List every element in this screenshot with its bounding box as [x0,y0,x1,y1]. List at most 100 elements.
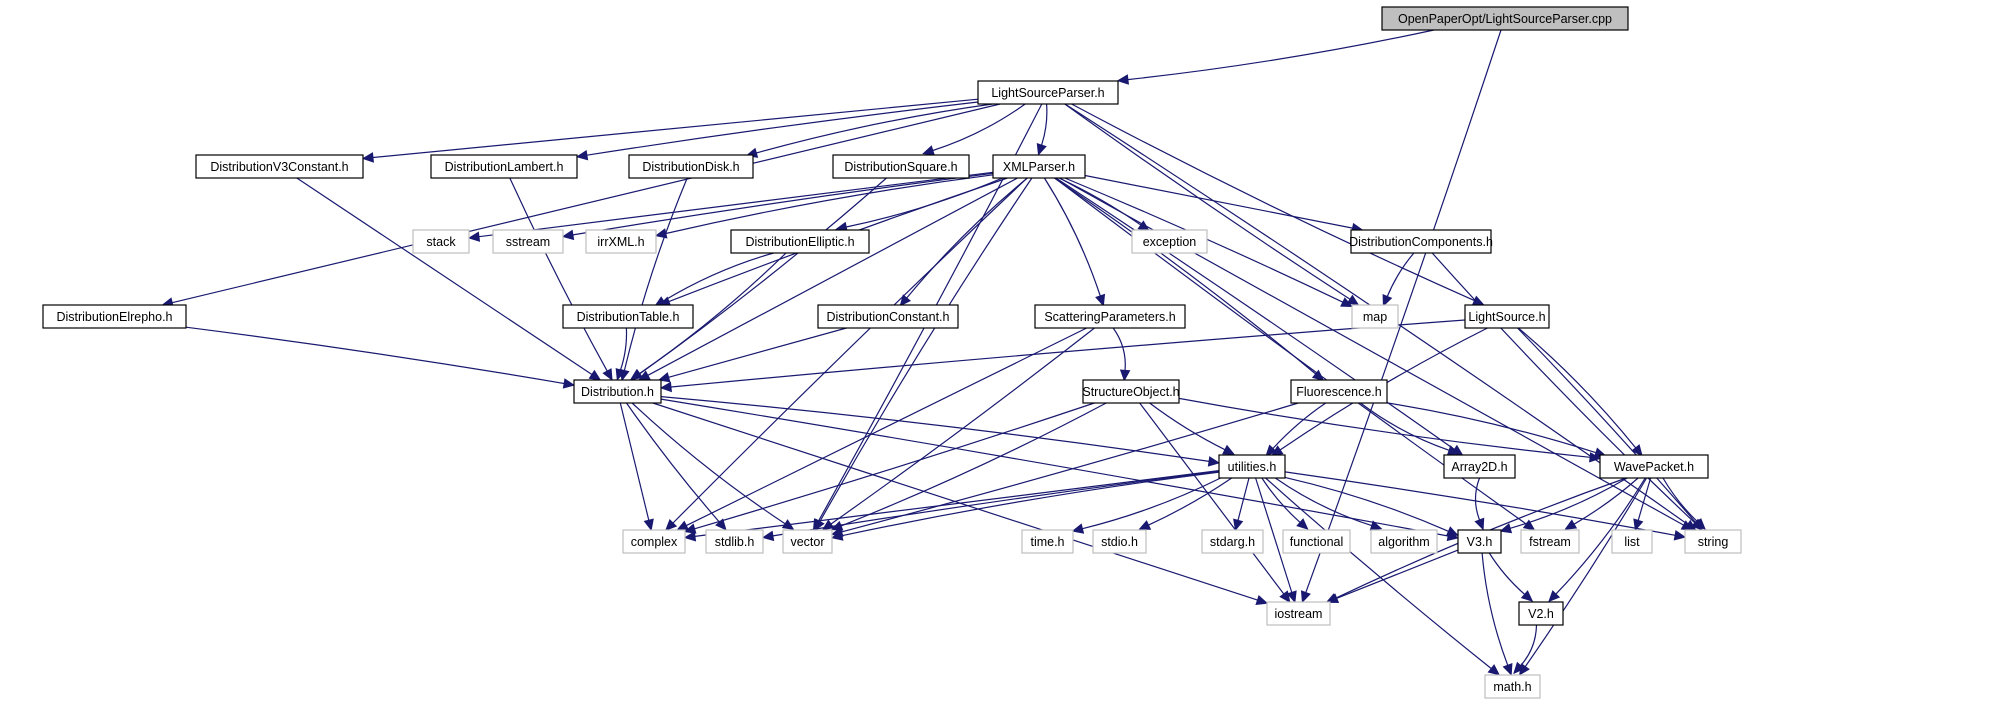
edge-arr-to-v3 [1474,477,1481,521]
edge-xml-to-stack [478,171,994,238]
node-label: DistributionDisk.h [642,160,739,174]
node-box [1201,529,1264,554]
header-node[interactable]: StructureObject.h [1082,379,1180,404]
system-header-node: exception [1131,229,1208,254]
root-file-node[interactable]: OpenPaperOpt/LightSourceParser.cpp [1381,6,1629,31]
node-label: V2.h [1528,607,1554,621]
arrowhead-wp-to-string [1693,517,1706,530]
edge-lsp-to-map [1064,103,1351,300]
arrowhead-util-to-v3 [1445,526,1459,536]
node-label: LightSourceParser.h [991,86,1104,100]
header-node[interactable]: DistributionConstant.h [817,304,959,329]
node-label: DistributionComponents.h [1349,235,1493,249]
edge-fluo-to-util [1272,402,1327,449]
arrowhead-xml-to-complex [665,519,678,531]
edge-lsp-to-ddisk [756,103,993,154]
arrowhead-util-to-stdio [1138,520,1152,530]
edge-root-to-lsp [1127,29,1435,81]
header-node[interactable]: ScatteringParameters.h [1034,304,1186,329]
header-node[interactable]: DistributionElrepho.h [42,304,187,329]
node-box [1611,529,1653,554]
header-node[interactable]: V3.h [1457,529,1502,554]
header-node[interactable]: V2.h [1518,601,1564,626]
node-label: DistributionSquare.h [844,160,957,174]
edge-sobj-to-iostream [1139,402,1285,595]
header-node[interactable]: DistributionLambert.h [430,154,578,179]
header-node[interactable]: DistributionTable.h [562,304,694,329]
edge-dlam-to-dist [509,177,608,372]
edge-lsp-to-xml [1041,103,1048,146]
arrowhead-dtab-to-dist [615,367,626,381]
edge-dcomp-to-string [1431,252,1696,524]
header-node[interactable]: Distribution.h [573,379,662,404]
header-node[interactable]: DistributionDisk.h [628,154,754,179]
header-node[interactable]: WavePacket.h [1599,454,1709,479]
header-node[interactable]: Fluorescence.h [1290,379,1388,404]
edge-xml-to-scat [1043,177,1101,297]
system-header-node: vector [782,529,833,554]
edges-layer [161,29,1706,676]
node-label: DistributionLambert.h [445,160,564,174]
node-label: iostream [1275,607,1323,621]
edge-dell-to-dtab [663,252,774,302]
edge-util-to-stdarg [1237,477,1250,521]
arrowhead-wp-to-v3 [1499,523,1513,534]
edge-dsq-to-dist [639,177,887,375]
node-box [1370,529,1438,554]
node-box [1351,304,1399,329]
header-node[interactable]: Array2D.h [1443,454,1516,479]
arrowhead-v3-to-math [1502,662,1513,676]
arrowhead-util-to-func [1296,518,1309,530]
edge-dcomp-to-map [1386,252,1415,297]
arrowhead-lsp-to-map [1346,294,1360,306]
system-header-node: stdio.h [1092,529,1147,554]
node-label: exception [1143,235,1197,249]
node-box [1443,454,1516,479]
header-node[interactable]: LightSource.h [1464,304,1550,329]
arrowhead-util-to-math [1487,664,1501,676]
node-box [992,154,1086,179]
node-label: sstream [506,235,550,249]
node-label: DistributionElrepho.h [56,310,172,324]
edge-sobj-to-vector [840,402,1107,527]
edge-util-to-math [1265,477,1492,669]
arrowhead-util-to-complex [683,531,697,542]
node-label: WavePacket.h [1614,460,1694,474]
edge-util-to-func [1261,477,1301,523]
edge-ls-to-wp [1517,327,1637,449]
header-node[interactable]: DistributionComponents.h [1349,229,1493,254]
edge-sobj-to-complex [694,402,1095,530]
node-label: ScatteringParameters.h [1044,310,1175,324]
node-label: map [1363,310,1387,324]
arrowhead-xml-to-map [1340,297,1354,308]
edge-util-to-iostream [1255,477,1293,593]
header-node[interactable]: DistributionElliptic.h [730,229,870,254]
header-node[interactable]: DistributionV3Constant.h [195,154,364,179]
edge-wp-to-v2 [1555,477,1646,595]
header-node[interactable]: utilities.h [1218,454,1286,479]
edge-util-to-vector [841,471,1220,537]
arrowhead-root-to-lsp [1116,74,1129,85]
node-label: stdarg.h [1210,535,1255,549]
system-header-node: sstream [492,229,564,254]
edge-lsp-to-delr [171,103,1001,304]
node-label: stdio.h [1101,535,1138,549]
arrowhead-xml-to-stack [467,231,481,242]
system-header-node: algorithm [1370,529,1438,554]
arrowhead-dist-to-stdlib [715,518,727,531]
edge-sobj-to-wp [1178,397,1591,458]
arrowhead-xml-to-scat [1095,293,1106,307]
edge-v3-to-v2 [1488,552,1526,595]
arrowhead-util-to-stdarg [1233,518,1244,532]
node-box [1457,529,1502,554]
edge-xml-to-fluo [1053,177,1317,375]
node-box [628,154,754,179]
edge-lsp-to-ls [1071,103,1475,302]
header-node[interactable]: XMLParser.h [992,154,1086,179]
arrowhead-lsp-to-xml [1036,142,1047,156]
node-label: math.h [1493,680,1531,694]
header-node[interactable]: DistributionSquare.h [832,154,970,179]
node-box [1381,6,1629,31]
edge-v2-to-math [1520,624,1538,667]
header-node[interactable]: LightSourceParser.h [977,80,1119,105]
